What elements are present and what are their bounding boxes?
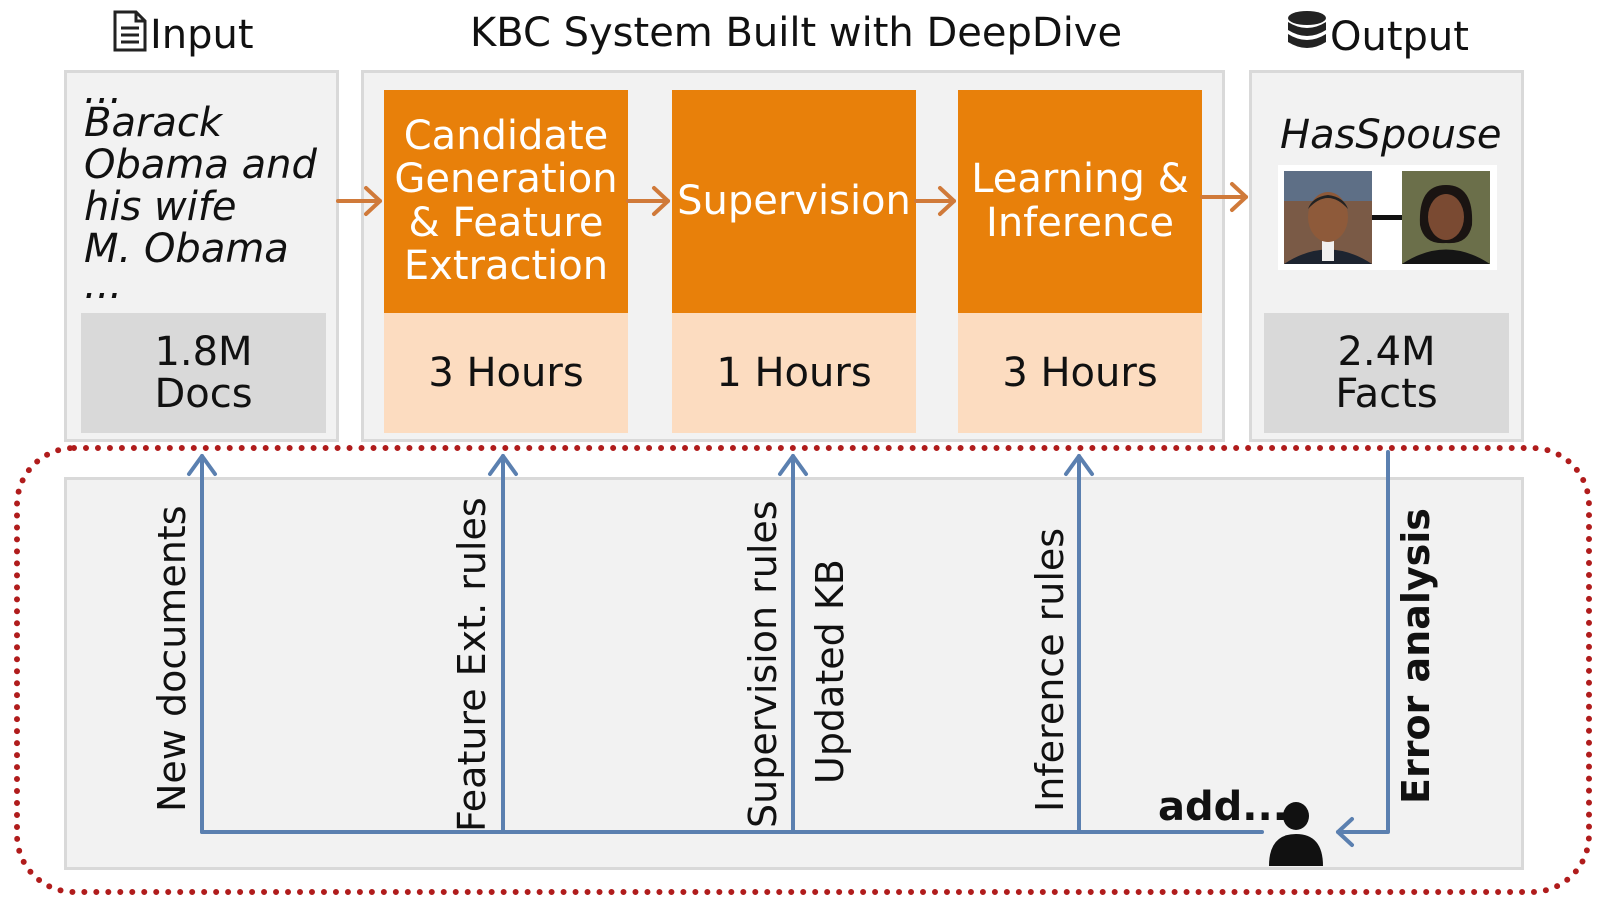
stage-learning-inference: Learning & Inference (958, 90, 1202, 313)
label-error-analysis: Error analysis (1394, 508, 1438, 804)
output-stat-unit: Facts (1335, 371, 1438, 417)
input-header: Input (112, 10, 254, 58)
label-new-documents: New documents (150, 505, 194, 813)
stage-supervision: Supervision (672, 90, 916, 313)
input-stat-box: 1.8M Docs (81, 313, 326, 433)
label-supervision-rules: Supervision rules (741, 500, 785, 828)
output-header-label: Output (1330, 14, 1469, 60)
output-stat-box: 2.4M Facts (1264, 313, 1509, 433)
output-stat-count: 2.4M (1337, 329, 1436, 375)
input-header-label: Input (150, 12, 254, 58)
stage-candidate-generation: Candidate Generation & Feature Extractio… (384, 90, 628, 313)
output-header: Output (1286, 10, 1469, 60)
face-photo-icon (1284, 171, 1490, 264)
document-icon (113, 10, 147, 52)
output-relation-label: HasSpouse (1280, 112, 1502, 158)
input-document-text: ... Barack Obama and his wife M. Obama .… (84, 67, 317, 308)
feedback-loop-border (14, 445, 1592, 895)
label-inference-rules: Inference rules (1028, 527, 1072, 812)
input-stat-count: 1.8M (154, 329, 253, 375)
database-icon (1288, 11, 1326, 48)
label-updated-kb: Updated KB (808, 559, 852, 784)
input-stat-unit: Docs (154, 371, 253, 417)
system-header: KBC System Built with DeepDive (470, 10, 1123, 56)
stage-learning-inference-time: 3 Hours (958, 313, 1202, 433)
stage-supervision-time: 1 Hours (672, 313, 916, 433)
spouse-photos (1278, 165, 1497, 270)
label-feature-rules: Feature Ext. rules (450, 497, 494, 832)
person-icon (1269, 802, 1323, 866)
stage-candidate-generation-time: 3 Hours (384, 313, 628, 433)
add-label: add... (1158, 784, 1288, 830)
